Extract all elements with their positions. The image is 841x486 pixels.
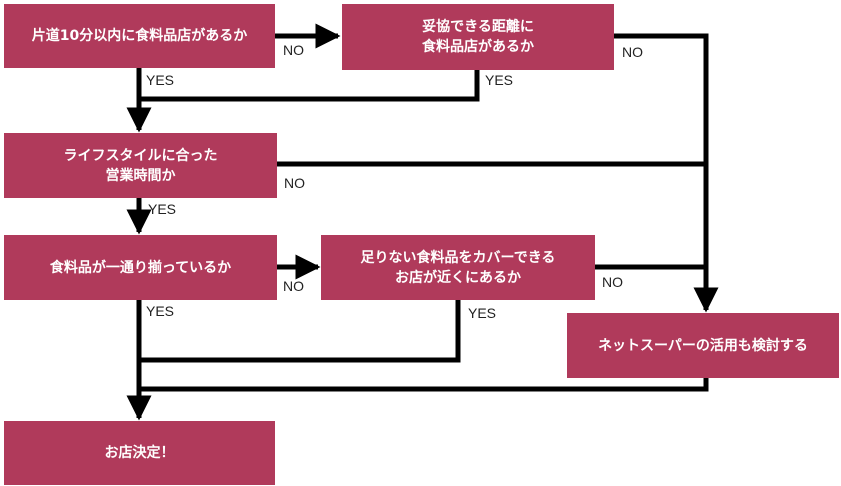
node-assortment: 食料品が一通り揃っているか xyxy=(4,235,277,300)
node-business-hours-text: ライフスタイルに合った 営業時間か xyxy=(63,147,218,184)
line-netsuper-merge xyxy=(139,378,709,392)
node-net-super: ネットスーパーの活用も検討する xyxy=(567,313,839,378)
node-decided-text: お店決定！ xyxy=(104,445,175,461)
label-yes-q5: YES xyxy=(468,305,497,321)
label-no-q1: NO xyxy=(283,42,304,58)
node-within-10min-text: 片道10分以内に食料品店があるか xyxy=(31,28,248,44)
node-assortment-text: 食料品が一通り揃っているか xyxy=(49,259,232,276)
node-supplement-text: 足りない食料品をカバーできる お店が近くにあるか xyxy=(360,249,556,286)
label-yes-q1: YES xyxy=(146,72,175,88)
node-supplement: 足りない食料品をカバーできる お店が近くにあるか xyxy=(321,235,595,300)
node-business-hours: ライフスタイルに合った 営業時間か xyxy=(4,133,277,198)
node-decided: お店決定！ xyxy=(4,421,275,485)
node-net-super-text: ネットスーパーの活用も検討する xyxy=(598,337,808,354)
line-q2-no-right xyxy=(614,33,719,313)
node-within-10min: 片道10分以内に食料品店があるか xyxy=(4,4,275,68)
label-no-q3: NO xyxy=(284,175,305,191)
label-yes-q4: YES xyxy=(146,303,175,319)
label-no-q5: NO xyxy=(602,274,623,290)
line-q2-yes-merge xyxy=(139,70,480,102)
label-yes-q2: YES xyxy=(485,72,514,88)
label-yes-q3: YES xyxy=(148,201,177,217)
node-acceptable-distance-text: 妥協できる距離に 食料品店があるか xyxy=(422,19,534,55)
label-no-q4: NO xyxy=(283,278,304,294)
line-q5-yes-merge xyxy=(139,300,461,363)
node-acceptable-distance: 妥協できる距離に 食料品店があるか xyxy=(342,4,614,70)
label-no-q2: NO xyxy=(622,44,643,60)
